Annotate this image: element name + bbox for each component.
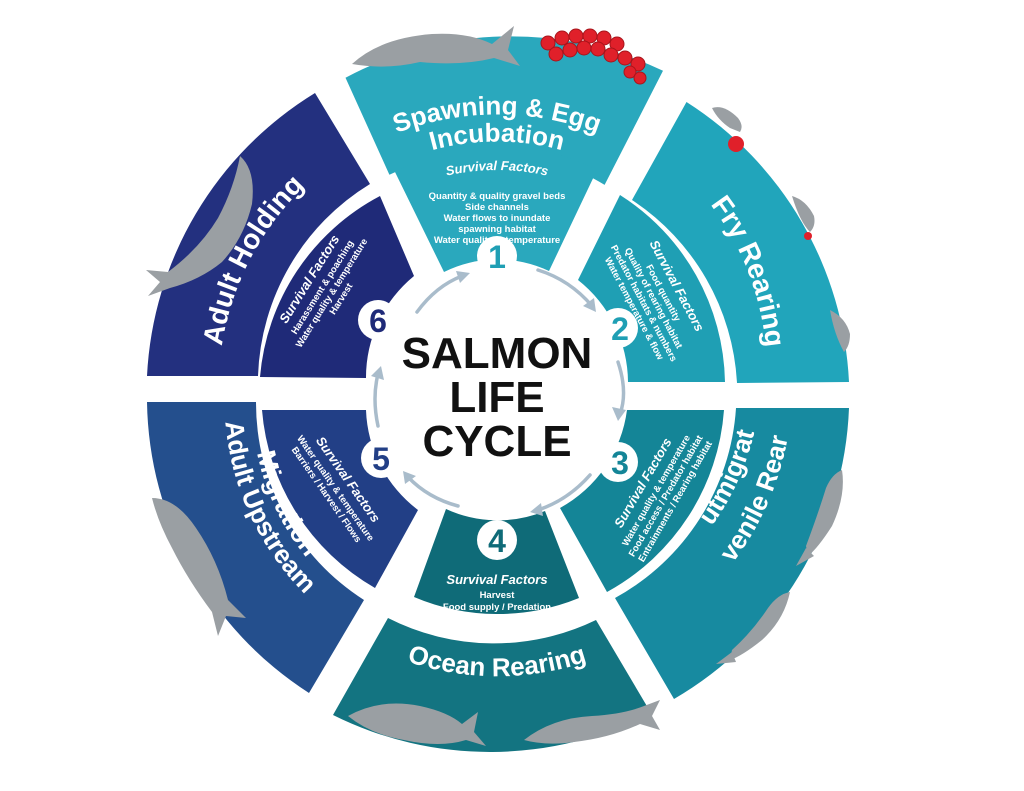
arrow-3-to-4 [536,473,592,512]
stage-numbers: 1 2 3 4 5 6 [358,236,638,560]
stage-3-inner-band [560,410,724,592]
fry-icon [712,107,744,152]
stage-1-number: 1 [488,239,506,275]
stage-1-factor-4: spawning habitat [458,224,536,235]
fish-icon [796,470,843,566]
arrow-6-to-1 [415,274,464,314]
fish-icon [524,700,660,744]
fry-icon [792,196,815,240]
fish-icon [152,498,246,636]
stage-6-inner-band [260,196,414,378]
stage-6-outer-band [147,93,370,376]
stage-3-number-badge [598,442,638,482]
center-title: SALMON LIFE CYCLE [402,329,593,466]
center-title-line-3: CYCLE [422,417,571,466]
stage-4-number-badge [477,520,517,560]
stage-6-number: 6 [369,303,387,339]
stage-1-number-badge [477,236,517,276]
egg-cluster-icon [540,28,647,85]
stage-5-number: 5 [372,441,390,477]
fish-icon [146,156,253,296]
stage-2-number: 2 [611,311,629,347]
stage-4-factor-1: Harvest [480,590,516,601]
stage-1-factor-5: Water quality & temperature [434,235,560,246]
stage-2-number-badge [598,308,638,348]
center-title-line-2: LIFE [449,373,544,422]
decorations [146,26,850,746]
arrow-2-to-3 [616,360,626,416]
arrow-1-to-2 [536,268,594,308]
fish-icon [716,592,790,664]
cycle-segments [147,36,849,752]
fish-icon [348,703,486,746]
stage-2-inner-band [578,195,725,382]
stage-1-inner-band [395,145,597,272]
stage-4-factor-2: Food supply / Predation [443,602,551,613]
arrow-4-to-5 [406,475,460,508]
stage-1-factors-title: Survival Factors [444,158,549,179]
cycle-arrows [371,268,626,516]
stage-5-outer-band [147,402,364,693]
center-title-line-1: SALMON [402,329,593,378]
stage-3-outer-band [615,408,849,699]
stage-5-number-badge [361,438,401,478]
stage-4-factors-title: Survival Factors [446,572,547,587]
stage-6-number-badge [358,300,398,340]
stage-1-factor-1: Quantity & quality gravel beds [429,191,566,202]
stage-4-number: 4 [488,523,506,559]
stage-2-outer-band [632,102,849,383]
stage-4-inner-band [414,509,579,615]
arrow-5-to-6 [373,372,380,428]
stage-5-inner-band [262,410,418,588]
stage-1-outer-band [345,36,663,185]
stage-1-factor-2: Side channels [465,202,529,213]
stage-1-factor-3: Water flows to inundate [444,213,551,224]
stage-3-number: 3 [611,445,629,481]
fry-icon [830,310,850,352]
fish-icon [352,26,520,67]
center-circle [375,273,619,517]
